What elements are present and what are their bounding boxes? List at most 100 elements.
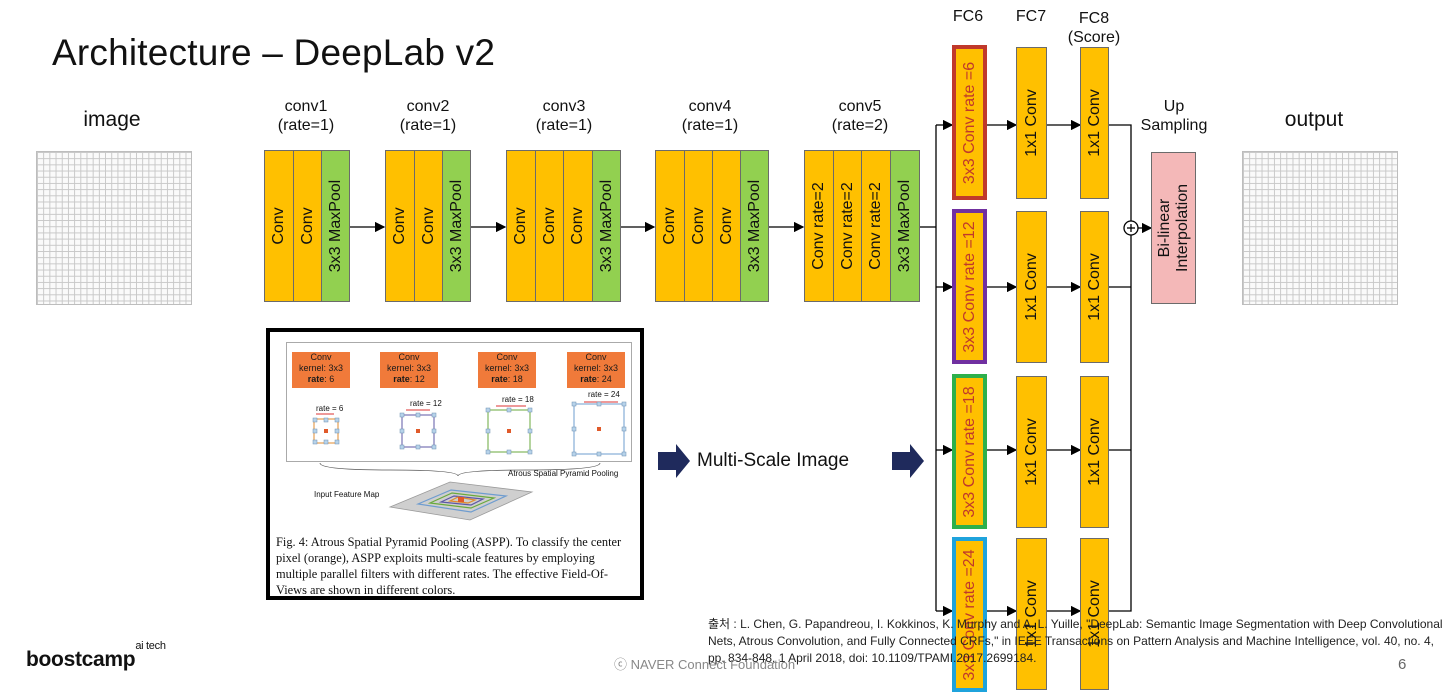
citation-text: L. Chen, G. Papandreou, I. Kokkinos, K. … — [708, 617, 1443, 665]
rate-value: : 24 — [596, 374, 612, 384]
conv5-name: conv5 — [838, 98, 882, 115]
output-image-grid — [1242, 151, 1398, 305]
bilinear-interpolation: Bi-linear Interpolation — [1151, 152, 1196, 304]
layer-text: Conv — [270, 207, 287, 245]
aspp-kernel-title: Conv — [398, 352, 420, 362]
layer-text: 3x3 MaxPool — [326, 179, 344, 273]
layer-text: Conv — [391, 207, 408, 245]
upsampling-line1: Up — [1163, 98, 1185, 115]
rate-mark-24: rate = 24 — [588, 390, 620, 399]
aspp-kernel-rate: rate: 18 — [478, 374, 536, 385]
conv4-maxpool: 3x3 MaxPool — [740, 150, 769, 302]
aspp-kernel-rate: rate: 12 — [380, 374, 438, 385]
rate-value: : 12 — [409, 374, 425, 384]
conv3-conv-c: Conv — [563, 150, 593, 302]
rate-value: : 18 — [507, 374, 523, 384]
conv2-rate: (rate=1) — [399, 117, 457, 134]
image-label: image — [83, 108, 141, 131]
layer-text: Conv — [661, 207, 678, 245]
upsampling-line2: Sampling — [1140, 117, 1208, 134]
fc6-rate6: 3x3 Conv rate =6 — [952, 45, 987, 200]
layer-text: 1x1 Conv — [1022, 253, 1040, 321]
bilinear-line1: Bi-linear — [1155, 198, 1173, 258]
layer-text: Conv — [540, 207, 558, 245]
aspp-kernel-diagrams — [312, 401, 627, 521]
aspp-figure-frame — [286, 342, 632, 462]
layer-text: Conv — [512, 207, 529, 245]
layer-text: 1x1 Conv — [1022, 89, 1040, 157]
rate-word: rate — [580, 374, 597, 384]
layer-text: Conv — [717, 207, 735, 245]
conv1-maxpool: 3x3 MaxPool — [321, 150, 350, 302]
conv5-conv-a: Conv rate=2 — [804, 150, 834, 302]
layer-text: 3x3 Conv rate =6 — [960, 61, 978, 184]
aspp-kernel-size: kernel: 3x3 — [484, 363, 530, 373]
bilinear-text: Bi-linear Interpolation — [1156, 184, 1192, 272]
fc8-conv-4: 1x1 Conv — [1080, 538, 1109, 690]
conv1-label: conv1 (rate=1) — [262, 97, 350, 135]
layer-text: 3x3 Conv rate =18 — [960, 385, 978, 518]
fc8-name: FC8 — [1078, 10, 1110, 27]
layer-text: 1x1 Conv — [1085, 253, 1103, 321]
aspp-kernel-rate: rate: 6 — [292, 374, 350, 385]
input-image-grid — [36, 151, 192, 305]
conv3-maxpool: 3x3 MaxPool — [592, 150, 621, 302]
aspp-kernel-size: kernel: 3x3 — [386, 363, 432, 373]
layer-text: Conv rate=2 — [867, 182, 884, 270]
conv5-maxpool: 3x3 MaxPool — [890, 150, 920, 302]
multi-scale-label: Multi-Scale Image — [697, 450, 850, 471]
conv5-rate: (rate=2) — [831, 117, 889, 134]
aspp-kernel-title: Conv — [496, 352, 518, 362]
conv1-name: conv1 — [284, 98, 328, 115]
layer-text: 1x1 Conv — [1085, 418, 1103, 486]
aspp-figure-caption: Fig. 4: Atrous Spatial Pyramid Pooling (… — [276, 535, 622, 597]
conv2-name: conv2 — [406, 98, 450, 115]
conv1-conv-a: Conv — [264, 150, 294, 302]
conv5-conv-b: Conv rate=2 — [833, 150, 862, 302]
layer-text: Conv rate=2 — [838, 182, 856, 270]
aspp-kernel-rate: rate: 24 — [567, 374, 625, 385]
conv4-rate: (rate=1) — [681, 117, 739, 134]
conv1-conv-b: Conv — [293, 150, 322, 302]
page-number: 6 — [1398, 656, 1407, 673]
layer-text: 3x3 MaxPool — [447, 179, 465, 273]
fc6-label: FC6 — [952, 8, 984, 25]
conv4-conv-c: Conv — [712, 150, 741, 302]
aspp-kernel-box-4: Conv kernel: 3x3 rate: 24 — [567, 352, 625, 388]
rate-mark-12: rate = 12 — [410, 399, 442, 408]
aspp-kernel-title: Conv — [585, 352, 607, 362]
citation: 출처 : L. Chen, G. Papandreou, I. Kokkinos… — [708, 616, 1448, 667]
conv2-conv-b: Conv — [414, 150, 443, 302]
rate-mark-6: rate = 6 — [316, 404, 344, 413]
boostcamp-logo: boostcampai tech — [26, 640, 166, 672]
upsampling-label: Up Sampling — [1136, 97, 1212, 135]
rate-word: rate — [307, 374, 325, 384]
conv2-label: conv2 (rate=1) — [384, 97, 472, 135]
fc8-conv-3: 1x1 Conv — [1080, 376, 1109, 528]
conv3-conv-b: Conv — [535, 150, 564, 302]
conv3-rate: (rate=1) — [535, 117, 593, 134]
layer-text: Conv — [689, 207, 707, 245]
layer-text: 3x3 MaxPool — [597, 179, 615, 273]
fc6-rate12: 3x3 Conv rate =12 — [952, 209, 987, 364]
layer-text: 3x3 Conv rate =12 — [960, 220, 978, 353]
conv5-conv-c: Conv rate=2 — [861, 150, 891, 302]
layer-text: 1x1 Conv — [1085, 89, 1103, 157]
fc7-conv-2: 1x1 Conv — [1016, 211, 1047, 363]
rate-value: : 6 — [324, 374, 335, 384]
conv4-conv-b: Conv — [684, 150, 713, 302]
logo-main: boostcamp — [26, 648, 136, 671]
layer-text: Conv — [569, 207, 586, 245]
citation-prefix: 출처 : — [708, 617, 737, 631]
fc7-conv-4: 1x1 Conv — [1016, 538, 1047, 690]
aspp-kernel-box-3: Conv kernel: 3x3 rate: 18 — [478, 352, 536, 388]
layer-text: 3x3 MaxPool — [896, 179, 913, 273]
layer-text: 1x1 Conv — [1022, 418, 1040, 486]
conv4-name: conv4 — [688, 98, 732, 115]
fc8-label: FC8 (Score) — [1064, 9, 1124, 47]
input-feature-map-label: Input Feature Map — [314, 490, 380, 499]
layer-text: Conv rate=2 — [810, 182, 827, 270]
fc7-conv-3: 1x1 Conv — [1016, 376, 1047, 528]
conv2-maxpool: 3x3 MaxPool — [442, 150, 471, 302]
